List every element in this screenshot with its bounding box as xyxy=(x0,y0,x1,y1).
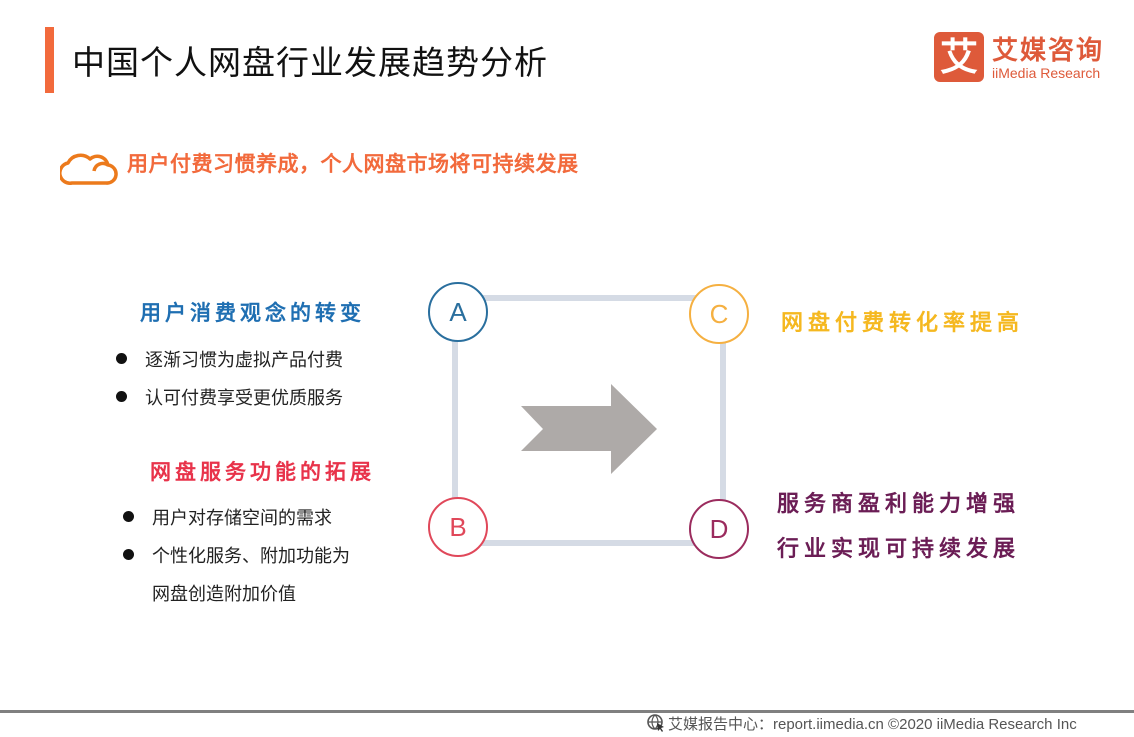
bullet-dot-icon xyxy=(123,511,134,522)
section-a-title: 用户消费观念的转变 xyxy=(140,301,365,325)
node-b: B xyxy=(428,497,488,557)
diagram-frame xyxy=(452,295,726,546)
globe-cursor-icon xyxy=(647,714,665,736)
logo-name-cn: 艾媒咨询 xyxy=(992,36,1105,66)
title-accent-bar xyxy=(45,27,54,93)
section-a-bullet: 逐渐习惯为虚拟产品付费 xyxy=(116,346,343,372)
logo: 艾 艾媒咨询 iiMedia Research xyxy=(934,32,1114,84)
subtitle: 用户付费习惯养成，个人网盘市场将可持续发展 xyxy=(127,152,579,176)
footer-text: 艾媒报告中心：report.iimedia.cn ©2020 iiMedia R… xyxy=(668,716,1077,733)
section-b-bullet: 个性化服务、附加功能为 xyxy=(123,542,350,568)
cloud-icon xyxy=(58,145,118,191)
node-c: C xyxy=(689,284,749,344)
node-a: A xyxy=(428,282,488,342)
bullet-dot-icon xyxy=(116,391,127,402)
arrow-right-icon xyxy=(521,384,657,478)
section-b-bullet-cont: 网盘创造附加价值 xyxy=(152,584,296,605)
logo-name-en: iiMedia Research xyxy=(992,65,1101,81)
node-d: D xyxy=(689,499,749,559)
logo-mark: 艾 xyxy=(934,32,984,82)
outcome-c-text: 网盘付费转化率提高 xyxy=(781,311,1025,336)
footer-divider xyxy=(0,710,1134,713)
section-b-title: 网盘服务功能的拓展 xyxy=(150,460,375,484)
bullet-dot-icon xyxy=(116,353,127,364)
outcome-d-line-1: 服务商盈利能力增强 xyxy=(777,492,1021,517)
outcome-d-line-2: 行业实现可持续发展 xyxy=(777,537,1021,562)
bullet-dot-icon xyxy=(123,549,134,560)
section-b-bullet: 用户对存储空间的需求 xyxy=(123,504,332,530)
page-title: 中国个人网盘行业发展趋势分析 xyxy=(72,43,548,82)
section-a-bullet: 认可付费享受更优质服务 xyxy=(116,384,343,410)
